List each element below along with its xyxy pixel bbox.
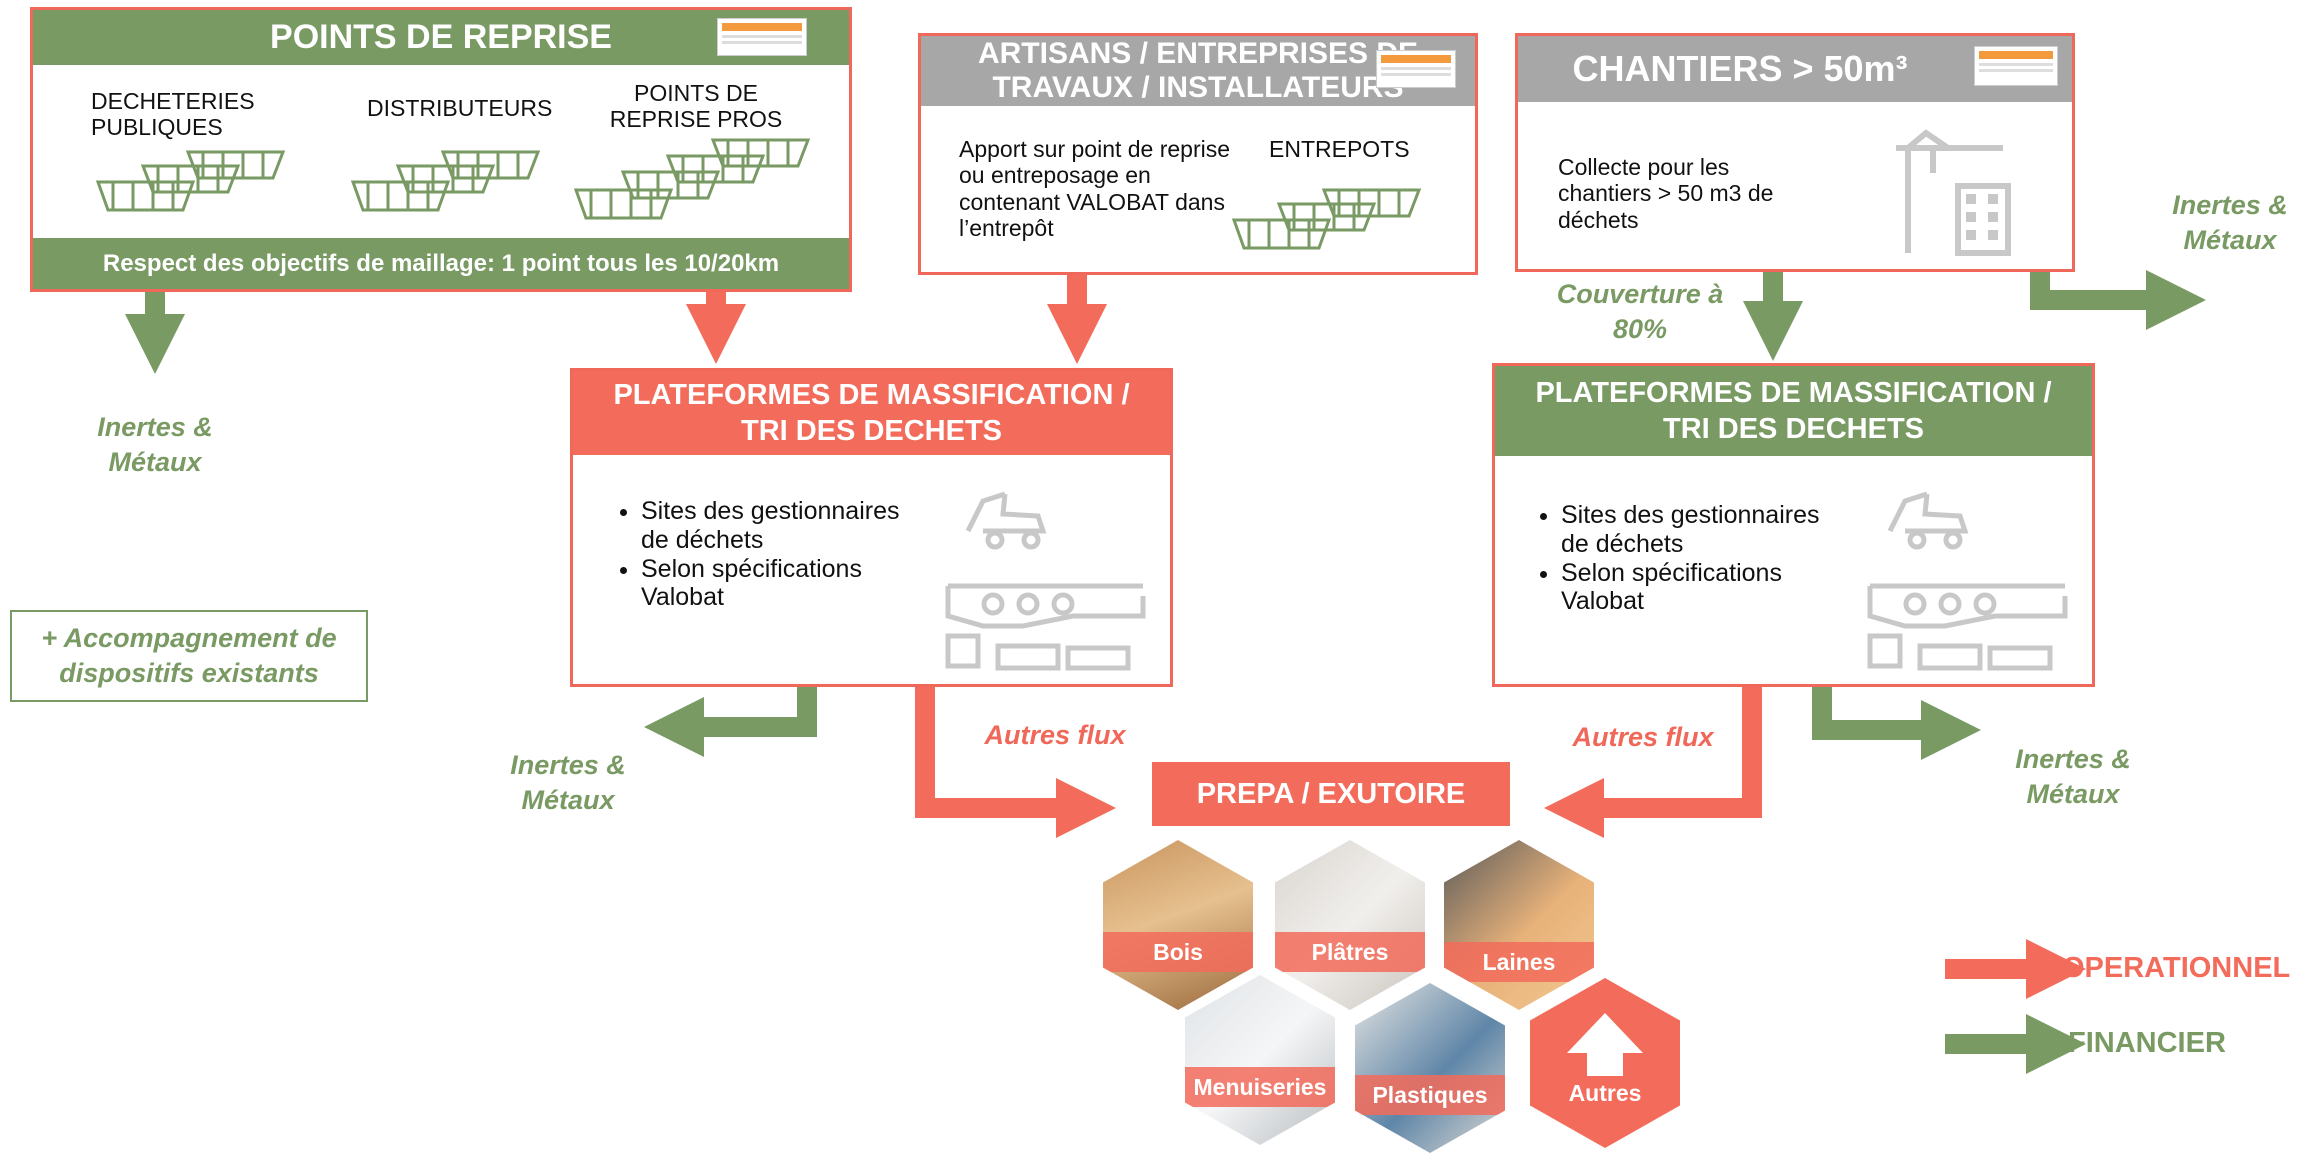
list-item: Selon spécifications Valobat [1561, 559, 1821, 617]
inertes-metaux-label-top-right: Inertes & Métaux [2172, 190, 2288, 256]
points-de-reprise-title: POINTS DE REPRISE [33, 10, 849, 65]
plateforme-right-box: PLATEFORMES DE MASSIFICATION / TRI DES D… [1492, 363, 2095, 687]
inertes-metaux-label-bottom-right: Inertes & Métaux [2015, 744, 2131, 810]
autres-flux-label-left: Autres flux [984, 720, 1126, 750]
legend-operationnel: OPERATIONNEL [2062, 952, 2291, 984]
maillage-footer: Respect des objectifs de maillage: 1 poi… [33, 238, 849, 289]
decheteries-label: DECHETERIES PUBLIQUES [91, 88, 255, 141]
entrepots-label: ENTREPOTS [1269, 136, 1410, 162]
plateforme-right-bullets: Sites des gestionnaires de déchets Selon… [1521, 501, 1821, 616]
points-de-reprise-box: POINTS DE REPRISE DECHETERIES PUBLIQUES … [30, 7, 852, 292]
artisans-title: ARTISANS / ENTREPRISES DE TRAVAUX / INST… [921, 36, 1475, 106]
arrow-plateforme-right-prepa [1544, 687, 1762, 838]
list-item: Sites des gestionnaires de déchets [641, 497, 901, 555]
arrow-plateforme-left-prepa [915, 687, 1116, 838]
list-item: Sites des gestionnaires de déchets [1561, 501, 1821, 559]
chantiers-box: CHANTIERS > 50m³ Collecte pour les chant… [1515, 33, 2075, 272]
points-reprise-pros-label: POINTS DE REPRISE PROS [609, 80, 783, 133]
skip-containers-icon [1231, 188, 1422, 250]
couverture-label: Couverture à 80% [1556, 279, 1724, 345]
material-label: Plâtres [1275, 932, 1425, 972]
inertes-metaux-label-left: Inertes & Métaux [97, 412, 213, 478]
arrow-chantiers-inertes [2030, 270, 2206, 330]
waste-sorting-machinery-icon [1867, 491, 2068, 671]
up-arrow-icon [1567, 1013, 1643, 1076]
accompagnement-box: + Accompagnement de dispositifs existant… [10, 610, 368, 702]
skip-containers-icon [350, 150, 541, 212]
waste-sorting-machinery-icon [945, 491, 1146, 671]
material-label: Plastiques [1355, 1075, 1505, 1115]
chantiers-description: Collecte pour les chantiers > 50 m3 de d… [1558, 154, 1774, 233]
material-label: Bois [1103, 932, 1253, 972]
table-thumbnail-icon [1974, 46, 2058, 86]
inertes-metaux-label-center: Inertes & Métaux [510, 750, 626, 816]
plateforme-left-bullets: Sites des gestionnaires de déchets Selon… [601, 497, 901, 612]
plateforme-left-box: PLATEFORMES DE MASSIFICATION / TRI DES D… [570, 368, 1173, 687]
skip-containers-icon [573, 138, 811, 220]
plateforme-left-title: PLATEFORMES DE MASSIFICATION / TRI DES D… [573, 371, 1170, 455]
list-item: Selon spécifications Valobat [641, 555, 901, 613]
table-thumbnail-icon [717, 18, 807, 56]
artisans-description: Apport sur point de reprise ou entreposa… [959, 136, 1231, 242]
arrow-plateforme-left-inertes [644, 687, 817, 757]
legend-financier: FINANCIER [2068, 1027, 2226, 1059]
material-label: Menuiseries [1185, 1067, 1335, 1107]
plateforme-right-title: PLATEFORMES DE MASSIFICATION / TRI DES D… [1495, 366, 2092, 456]
skip-containers-icon [95, 150, 286, 212]
prepa-exutoire-box: PREPA / EXUTOIRE [1152, 762, 1510, 826]
material-label: Autres [1568, 1079, 1642, 1106]
table-thumbnail-icon [1376, 50, 1456, 88]
distributeurs-label: DISTRIBUTEURS [367, 95, 553, 121]
arrow-plateforme-right-inertes [1812, 687, 1981, 760]
accompagnement-label: + Accompagnement de dispositifs existant… [41, 622, 337, 688]
material-label: Laines [1444, 942, 1594, 982]
autres-flux-label-right: Autres flux [1572, 722, 1714, 752]
construction-crane-icon [1896, 129, 2011, 256]
artisans-box: ARTISANS / ENTREPRISES DE TRAVAUX / INST… [918, 33, 1478, 275]
